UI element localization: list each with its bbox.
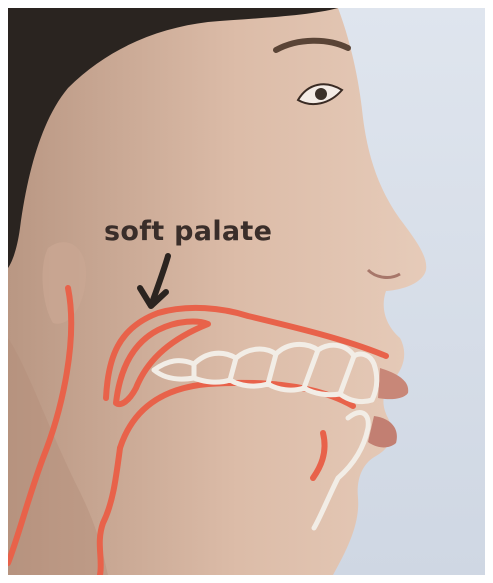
face-profile-illustration (8, 8, 485, 575)
photo-frame: soft palate (8, 8, 485, 575)
soft-palate-label: soft palate (104, 216, 272, 247)
eye-iris (315, 88, 327, 100)
